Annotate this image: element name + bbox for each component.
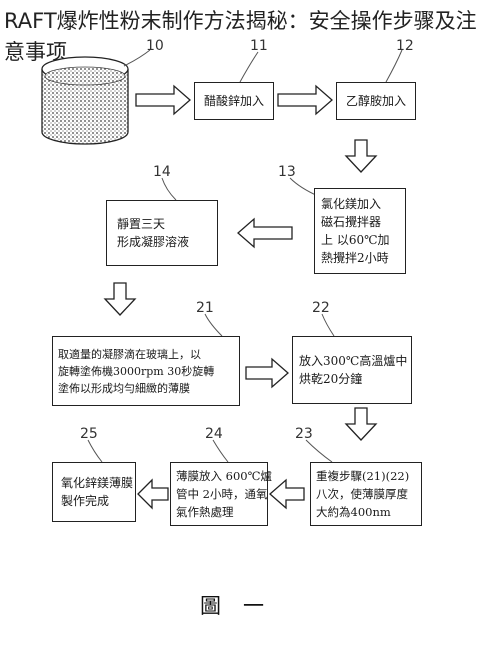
step-14-line: 靜置三天 xyxy=(117,217,166,231)
arrow-right xyxy=(135,84,191,116)
step-box-14: 靜置三天 形成凝膠溶液 xyxy=(106,200,218,266)
step-23-line: 重複步驟(21)(22) xyxy=(316,469,410,483)
ref-number-14: 14 xyxy=(153,164,171,180)
ref-number-10: 10 xyxy=(146,38,164,54)
ref-number-23: 23 xyxy=(295,426,313,442)
step-23-line: 八次，使薄膜厚度 xyxy=(316,487,408,501)
step-21-line: 取適量的凝膠滴在玻璃上，以 xyxy=(58,347,201,361)
arrow-left xyxy=(269,478,305,510)
step-22-line: 放入300℃高溫爐中 xyxy=(299,354,408,368)
step-13-line: 熱攪拌2小時 xyxy=(321,251,389,265)
ref-number-13: 13 xyxy=(278,164,296,180)
step-box-12: 乙醇胺加入 xyxy=(336,82,416,120)
step-24-line: 薄膜放入 600℃爐 xyxy=(176,469,272,483)
step-25-line: 氧化鋅鎂薄膜 xyxy=(61,476,134,490)
step-25-line: 製作完成 xyxy=(61,494,110,508)
flow-arrows xyxy=(103,84,378,510)
step-box-11: 醋酸鋅加入 xyxy=(194,82,274,120)
arrow-left xyxy=(237,217,293,249)
arrow-down xyxy=(344,407,378,441)
figure-caption: 圖一 xyxy=(200,594,286,618)
step-24-line: 管中 2小時，通氧 xyxy=(176,487,268,501)
step-12-text: 乙醇胺加入 xyxy=(345,94,406,108)
leader-lines xyxy=(87,49,403,463)
step-box-23: 重複步驟(21)(22) 八次，使薄膜厚度 大約為400nm xyxy=(310,462,422,526)
ref-number-22: 22 xyxy=(312,300,330,316)
arrow-left xyxy=(137,478,169,510)
page-title: RAFT爆炸性粉末制作方法揭秘：安全操作步骤及注意事项 xyxy=(4,9,477,64)
ref-number-24: 24 xyxy=(205,426,223,442)
step-box-25: 氧化鋅鎂薄膜 製作完成 xyxy=(52,462,136,522)
ref-number-25: 25 xyxy=(80,426,98,442)
step-24-line: 氣作熱處理 xyxy=(176,505,234,519)
step-23-line: 大約為400nm xyxy=(316,505,391,519)
ref-number-21: 21 xyxy=(196,300,214,316)
arrow-right xyxy=(277,84,333,116)
beaker-icon xyxy=(41,56,129,145)
step-14-line: 形成凝膠溶液 xyxy=(117,235,190,249)
step-box-13: 氯化鎂加入 磁石攪拌器 上 以60℃加 熱攪拌2小時 xyxy=(314,188,406,274)
step-13-line: 上 以60℃加 xyxy=(321,233,390,247)
step-13-line: 磁石攪拌器 xyxy=(321,215,382,229)
step-21-line: 塗佈以形成均勻細緻的薄膜 xyxy=(58,381,190,395)
step-21-line: 旋轉塗佈機3000rpm 30秒旋轉 xyxy=(58,364,215,378)
ref-number-11: 11 xyxy=(250,38,268,54)
step-box-21: 取適量的凝膠滴在玻璃上，以 旋轉塗佈機3000rpm 30秒旋轉 塗佈以形成均勻… xyxy=(52,336,240,406)
ref-number-12: 12 xyxy=(396,38,414,54)
arrow-down xyxy=(344,139,378,173)
step-13-line: 氯化鎂加入 xyxy=(321,197,382,211)
arrow-right xyxy=(245,357,289,389)
step-11-text: 醋酸鋅加入 xyxy=(203,94,264,108)
arrow-down xyxy=(103,282,137,316)
step-box-24: 薄膜放入 600℃爐 管中 2小時，通氧 氣作熱處理 xyxy=(170,462,272,526)
step-22-line: 烘乾20分鐘 xyxy=(299,372,363,386)
step-box-22: 放入300℃高溫爐中 烘乾20分鐘 xyxy=(292,336,412,404)
